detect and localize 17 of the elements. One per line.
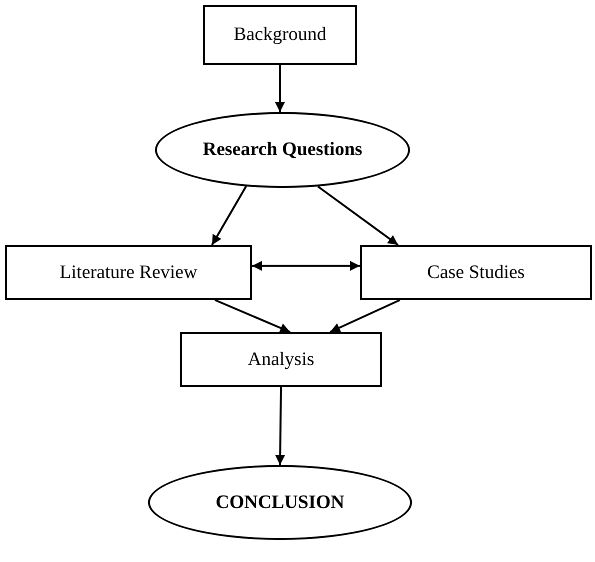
process-box	[360, 245, 592, 300]
arrow	[214, 299, 290, 333]
arrow	[330, 299, 400, 333]
node-label: Background	[234, 24, 326, 46]
node-label: Analysis	[248, 348, 314, 370]
process-box	[5, 245, 252, 300]
arrow	[274, 65, 285, 112]
node-label: Literature Review	[60, 262, 198, 284]
arrow	[275, 386, 286, 466]
node-label: Case Studies	[427, 262, 525, 284]
process-box	[203, 5, 357, 65]
node-label: CONCLUSION	[216, 492, 344, 514]
process-box	[180, 332, 382, 387]
node-label: Research Questions	[202, 139, 362, 161]
arrow	[317, 186, 399, 246]
arrow	[211, 186, 247, 246]
arrow	[252, 260, 360, 271]
